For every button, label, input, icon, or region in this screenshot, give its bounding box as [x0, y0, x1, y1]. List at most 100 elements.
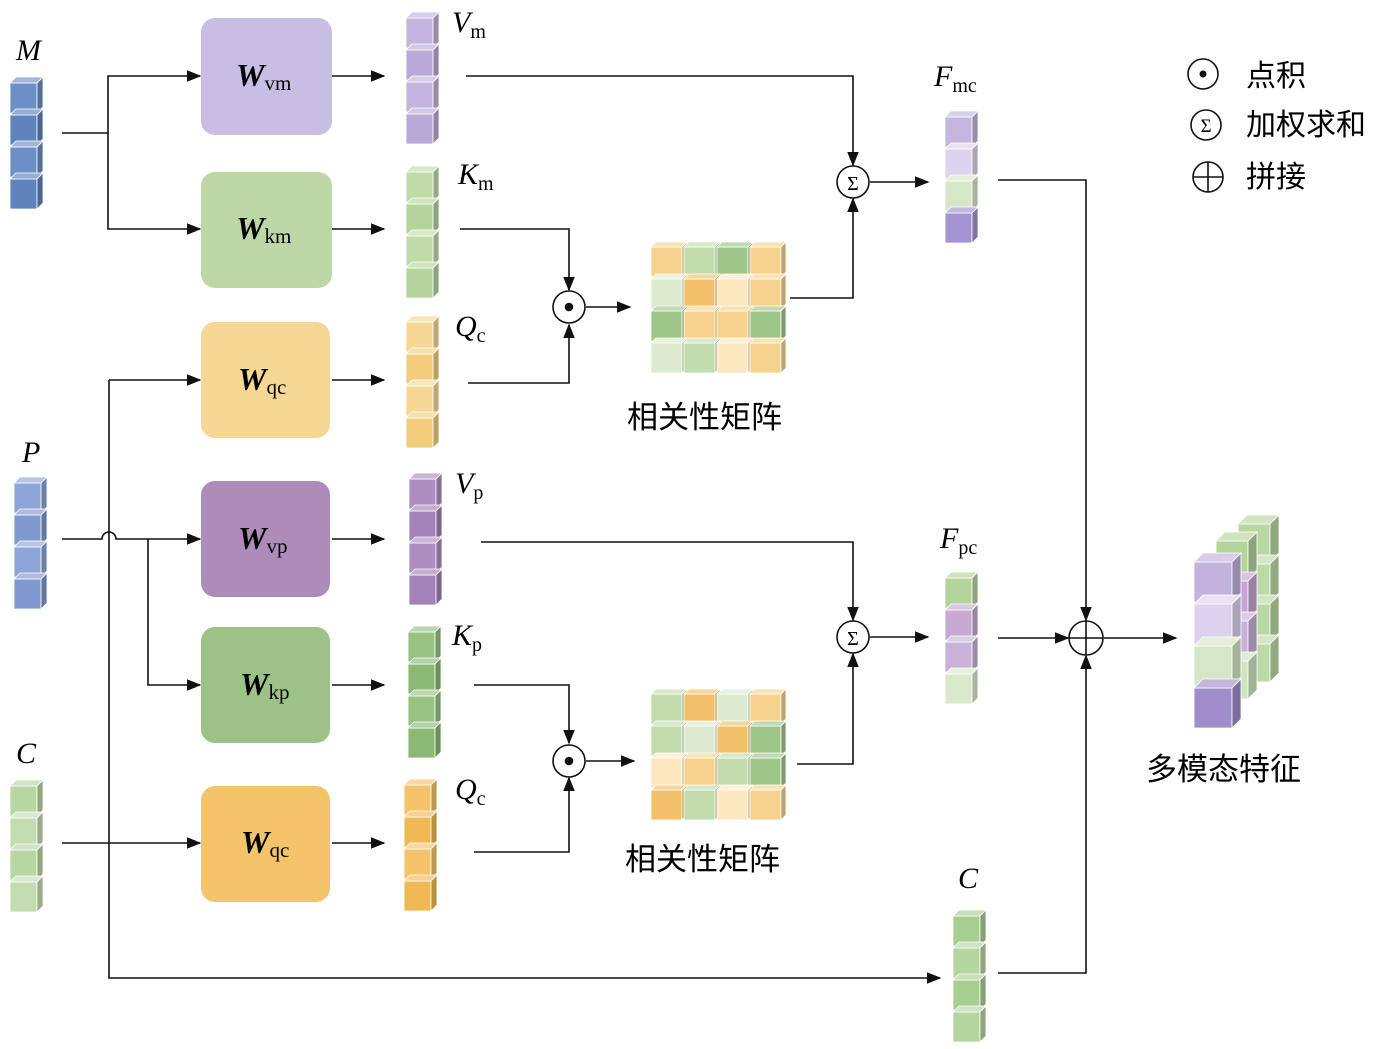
legend-label-concat: 拼接: [1246, 160, 1306, 195]
output-stack-front-cell: [1193, 552, 1242, 603]
weight-label-vp: Wvp: [238, 520, 287, 558]
weight-box-vm: [201, 18, 332, 135]
sum-symbol-2: Σ: [847, 628, 859, 650]
vm-vector-cell: [405, 43, 440, 81]
qc1-vector-cell: [405, 379, 440, 417]
matrix-label-1: 相关性矩阵: [627, 400, 782, 436]
qc1-vector-cell: [405, 347, 440, 385]
fpc-vector-cell: [944, 635, 979, 673]
correlation-matrix-1-cell: [650, 273, 688, 310]
vp-vector-cell: [408, 472, 443, 510]
legend-label-dot: 点积: [1246, 59, 1306, 94]
weight-box-vp: [201, 481, 330, 597]
input-label-m: M: [15, 34, 43, 67]
vector-label-qc1: Qc: [455, 310, 486, 347]
vm-vector-cell: [405, 75, 440, 113]
correlation-matrix-1-cell: [749, 273, 787, 310]
correlation-matrix-2-cell: [650, 752, 688, 789]
correlation-matrix-1-cell: [650, 337, 688, 374]
kp-vector-cell: [407, 625, 442, 663]
legend-item-concat: [1192, 161, 1224, 193]
vector-label-km: Km: [457, 158, 494, 195]
matrix-label-2: 相关性矩阵: [625, 842, 780, 878]
correlation-matrix-2-cell: [650, 784, 688, 821]
c-out-vector-cell: [952, 1005, 987, 1043]
c-out-vector-cell: [952, 909, 987, 947]
weight-box-qc1: [201, 322, 330, 438]
correlation-matrix-1-cell: [650, 241, 688, 278]
weight-labels: Wvm Wkm Wqc Wvp Wkp Wqc: [236, 57, 291, 862]
weight-label-qc2: Wqc: [241, 824, 289, 862]
output-stack-front-cell: [1193, 636, 1242, 687]
fmc-vector: [944, 110, 979, 244]
input-label-c: C: [16, 737, 37, 770]
correlation-matrix-1-cell: [683, 305, 721, 342]
input-c-vector-cell: [9, 811, 44, 849]
correlation-matrix-2-cell: [683, 784, 721, 821]
weight-box-kp: [201, 627, 330, 743]
input-c-vector-cell: [9, 843, 44, 881]
correlation-matrix-1-cell: [716, 273, 754, 310]
weight-box-km: [201, 172, 332, 288]
vector-label-vp: Vp: [455, 467, 483, 504]
correlation-matrix-2-cell: [749, 752, 787, 789]
legend-label-sum: 加权求和: [1246, 108, 1366, 143]
output-stack-front-cell: [1193, 678, 1242, 729]
legend: 点积 Σ 加权求和 拼接: [1187, 58, 1366, 195]
weight-label-km: Wkm: [236, 210, 291, 248]
input-c-vector: [9, 779, 44, 913]
input-c-vector-cell: [9, 875, 44, 913]
input-m-vector-cell: [9, 172, 44, 210]
fpc-vector-cell: [944, 603, 979, 641]
fpc-vector-cell: [944, 667, 979, 705]
input-p-vector: [13, 476, 48, 610]
vm-vector: [405, 11, 440, 145]
correlation-matrix-2-cell: [650, 720, 688, 757]
correlation-matrix-2-cell: [749, 720, 787, 757]
correlation-matrix-2-cell: [716, 784, 754, 821]
dot-product-node-2: [552, 744, 586, 778]
weight-box-qc2: [201, 786, 330, 902]
legend-item-dot: 点积: [1187, 58, 1306, 94]
legend-sum-symbol: Σ: [1200, 116, 1211, 137]
km-vector-cell: [405, 165, 440, 203]
vector-label-fpc: Fpc: [939, 522, 977, 559]
correlation-matrix-1-cell: [716, 241, 754, 278]
input-c-vector-cell: [9, 779, 44, 817]
correlation-matrix-2-cell: [716, 720, 754, 757]
qc1-vector-cell: [405, 411, 440, 449]
vp-vector-cell: [408, 504, 443, 542]
c-out-vector: [952, 909, 987, 1043]
weight-label-kp: Wkp: [240, 666, 289, 704]
vector-labels: Vm Km Qc Vp Kp Qc Fmc Fpc C: [451, 6, 979, 895]
vm-vector-cell: [405, 11, 440, 49]
legend-item-sum: Σ 加权求和: [1190, 108, 1366, 143]
correlation-matrix-1: [650, 241, 787, 374]
qc2-vector-cell: [403, 842, 438, 880]
qc2-vector-cell: [403, 810, 438, 848]
c-out-vector-cell: [952, 973, 987, 1011]
c-out-vector-cell: [952, 941, 987, 979]
km-vector: [405, 165, 440, 299]
km-vector-cell: [405, 261, 440, 299]
weight-label-qc1: Wqc: [238, 361, 286, 399]
input-m-vector: [9, 76, 44, 210]
correlation-matrix-2-cell: [683, 688, 721, 725]
vector-label-qc2: Qc: [455, 773, 486, 810]
correlation-matrix-1-cell: [650, 305, 688, 342]
correlation-matrix-1-cell: [749, 337, 787, 374]
weighted-sum-node-2: [836, 620, 870, 654]
vector-label-vm: Vm: [452, 6, 486, 43]
correlation-matrix-2-cell: [650, 688, 688, 725]
weight-boxes: [201, 18, 332, 902]
correlation-matrix-1-cell: [683, 241, 721, 278]
fpc-vector: [944, 571, 979, 705]
kp-vector-cell: [407, 689, 442, 727]
vector-label-fmc: Fmc: [933, 60, 977, 97]
fmc-vector-cell: [944, 142, 979, 180]
correlation-matrix-2-cell: [749, 688, 787, 725]
operator-nodes: [552, 165, 1104, 778]
tensor-cubes: [9, 11, 1280, 1043]
weighted-sum-node-1: [836, 165, 870, 199]
